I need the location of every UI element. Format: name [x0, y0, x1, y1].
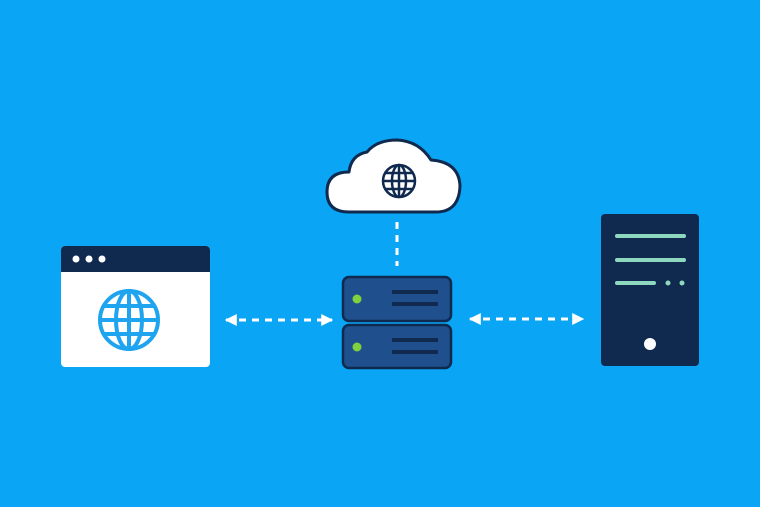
globe-icon — [98, 289, 160, 351]
power-button-icon — [644, 338, 656, 350]
server-unit — [341, 275, 453, 323]
status-led-icon — [352, 342, 362, 352]
server-rack-icon — [341, 275, 453, 370]
browser-dot — [72, 255, 80, 263]
browser-dot — [85, 255, 93, 263]
cloud-icon — [325, 138, 462, 214]
browser-window-icon — [61, 246, 210, 367]
server-unit — [341, 323, 453, 370]
tower-drive-line — [615, 234, 686, 238]
status-led-icon — [352, 294, 362, 304]
globe-icon — [381, 163, 417, 199]
computer-tower-icon — [601, 214, 699, 366]
browser-title-bar — [61, 246, 210, 272]
browser-dot — [98, 255, 106, 263]
tower-drive-line — [615, 258, 686, 262]
tower-drive-line — [615, 281, 656, 285]
